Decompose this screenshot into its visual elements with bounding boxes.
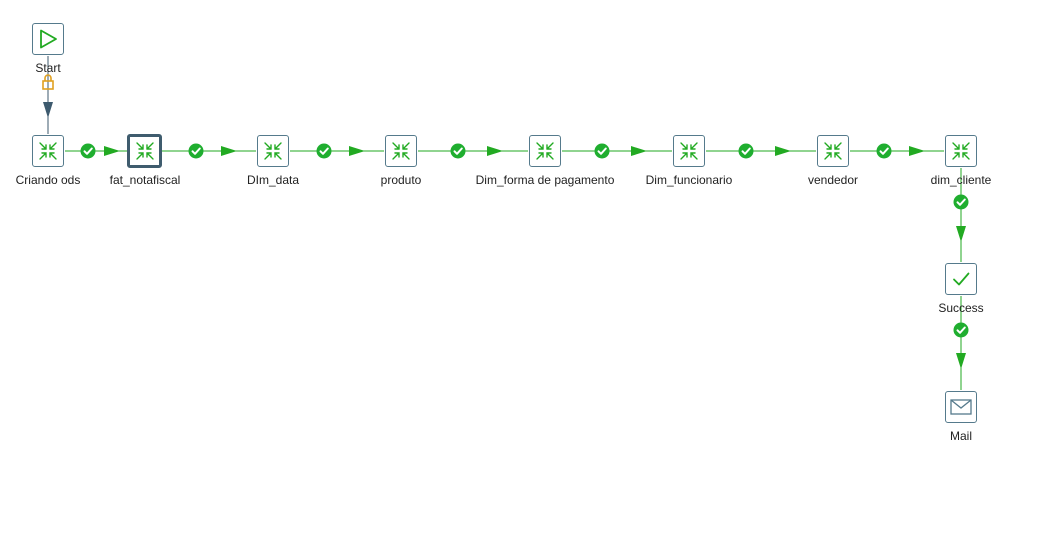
mail-icon [950, 399, 972, 415]
hop-criando-ods-to-fat-notafiscal[interactable] [65, 142, 127, 160]
start-icon [40, 29, 57, 49]
hop-dim-data-to-produto[interactable] [290, 142, 384, 160]
node-criando-ods[interactable] [32, 135, 64, 167]
hop-dim-funcionario-to-vendedor[interactable] [706, 142, 816, 160]
node-mail[interactable] [945, 391, 977, 423]
transformation-icon [680, 142, 698, 160]
success-check-icon [315, 142, 333, 160]
node-label: produto [380, 173, 422, 187]
hop-dim-forma-de-pagamento-to-dim-funcionario[interactable] [562, 142, 672, 160]
node-success[interactable] [945, 263, 977, 295]
start-label: Start [35, 61, 61, 75]
success-check-icon [449, 142, 467, 160]
node-label: Dim_funcionario [645, 173, 733, 187]
node-label: vendedor [807, 173, 859, 187]
success-icon [953, 272, 970, 286]
hop-dim-cliente-to-success[interactable] [952, 168, 970, 262]
success-check-icon [737, 142, 755, 160]
transformation-icon [952, 142, 970, 160]
hop-produto-to-dim-forma-de-pagamento[interactable] [418, 142, 528, 160]
hop-success-to-mail[interactable] [952, 296, 970, 390]
node-fat-notafiscal[interactable] [127, 134, 162, 168]
node-label: Dim_forma de pagamento [475, 173, 615, 187]
node-dim-forma-de-pagamento[interactable] [529, 135, 561, 167]
success-check-icon [593, 142, 611, 160]
start-node[interactable] [32, 23, 64, 55]
hop-fat-notafiscal-to-dim-data[interactable] [162, 142, 256, 160]
hop-start-to-criando-ods[interactable] [42, 56, 54, 134]
node-label: Mail [949, 429, 973, 443]
node-produto[interactable] [385, 135, 417, 167]
success-check-icon [952, 321, 970, 339]
success-check-icon [952, 193, 970, 211]
success-check-icon [187, 142, 205, 160]
transformation-icon [392, 142, 410, 160]
transformation-icon [536, 142, 554, 160]
transformation-icon [264, 142, 282, 160]
success-check-icon [79, 142, 97, 160]
transformation-icon [135, 142, 154, 160]
transformation-icon [39, 142, 57, 160]
node-label: fat_notafiscal [109, 173, 181, 187]
node-label: dim_cliente [930, 173, 992, 187]
hop-vendedor-to-dim-cliente[interactable] [850, 142, 944, 160]
node-label: Success [938, 301, 984, 315]
node-label: DIm_data [246, 173, 300, 187]
transformation-icon [824, 142, 842, 160]
node-dim-funcionario[interactable] [673, 135, 705, 167]
node-vendedor[interactable] [817, 135, 849, 167]
success-check-icon [875, 142, 893, 160]
node-dim-cliente[interactable] [945, 135, 977, 167]
node-label: Criando ods [15, 173, 81, 187]
lock-icon [42, 74, 54, 90]
node-dim-data[interactable] [257, 135, 289, 167]
